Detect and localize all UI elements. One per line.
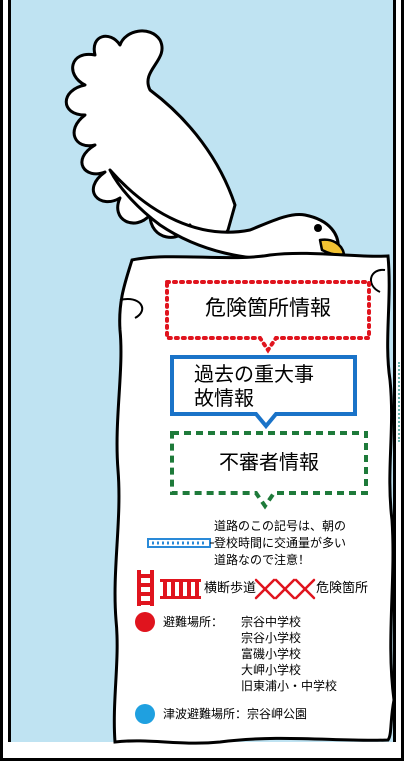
map-edge-line: [398, 362, 402, 442]
shelter-item: 富磯小学校: [241, 647, 302, 661]
danger-x-icon: [254, 578, 316, 600]
danger-box-label: 危険箇所情報: [205, 296, 331, 320]
shelter-title: 避難場所：: [163, 615, 224, 629]
shelter-item: 大岬小学校: [241, 663, 302, 677]
shelter-item: 宗谷小学校: [241, 631, 302, 645]
danger-spot-label: 危険箇所: [316, 581, 369, 596]
suspicious-box-label: 不審者情報: [219, 450, 319, 474]
dove-icon: [64, 29, 346, 262]
road-note-line-2: 登校時間に交通量が多い: [214, 536, 347, 550]
accident-box-label: 過去の重大事 故情報: [172, 362, 355, 410]
danger-info-box: [165, 280, 371, 354]
shelter-item: 旧東浦小・中学校: [241, 679, 338, 693]
accident-box-line-2: 故情報: [194, 386, 254, 410]
tsunami-label: 津波避難場所：宗谷岬公園: [163, 707, 308, 721]
accident-info-box: [170, 355, 357, 430]
crosswalk-icon: [137, 570, 201, 606]
shelter-item: 宗谷中学校: [241, 615, 302, 629]
blue-dot-icon: [135, 704, 155, 724]
road-note-line-3: 道路なので注意！: [214, 553, 311, 567]
red-dot-icon: [135, 612, 155, 632]
road-note-line-1: 道路のこの記号は、朝の: [214, 519, 347, 533]
accident-box-line-1: 過去の重大事: [194, 362, 314, 386]
suspicious-info-box: [170, 431, 368, 510]
crosswalk-label: 横断歩道: [204, 581, 257, 596]
scroll-paper: [112, 251, 396, 745]
dotted-road-icon: [147, 538, 211, 548]
